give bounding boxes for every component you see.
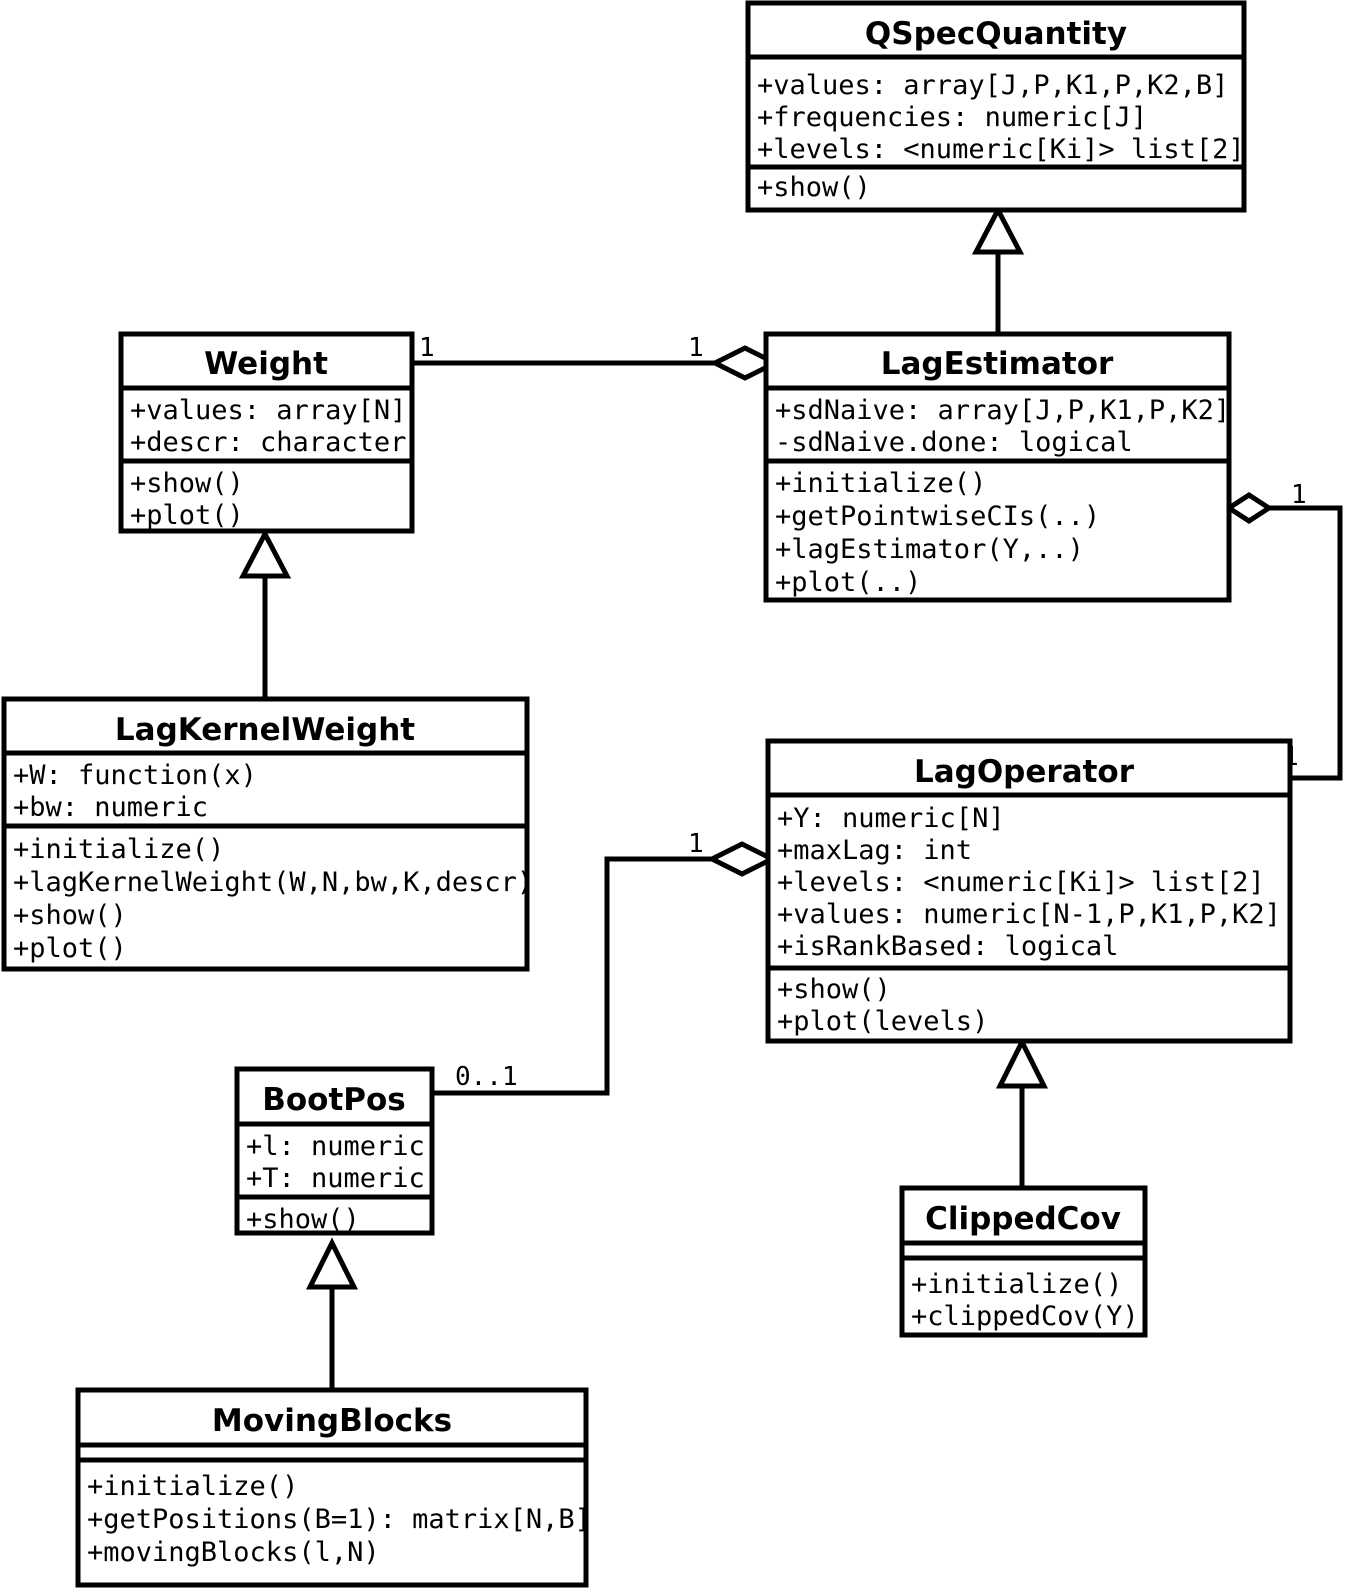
class-attribute: +T: numeric <box>246 1163 425 1194</box>
class-box-lagoperator[interactable]: LagOperator +Y: numeric[N] +maxLag: int … <box>765 738 1293 1044</box>
class-attribute: -sdNaive.done: logical <box>775 427 1133 458</box>
relationship-lagkernelweight-to-weight <box>238 528 292 699</box>
class-method: +initialize() <box>87 1471 298 1502</box>
multiplicity-bootpos-end: 0..1 <box>455 1062 518 1092</box>
aggregation-diamond-icon <box>706 841 778 877</box>
class-outline <box>765 738 1293 1044</box>
relationship-weight-to-lagestimator <box>412 345 781 381</box>
class-method: +lagEstimator(Y,..) <box>775 534 1084 565</box>
class-attribute: +values: array[J,P,K1,P,K2,B] <box>757 70 1228 101</box>
generalization-arrowhead-icon <box>305 1237 359 1290</box>
class-method: +show() <box>130 468 244 499</box>
class-attribute: +levels: <numeric[Ki]> list[2] <box>777 867 1265 898</box>
class-name-movingblocks: MovingBlocks <box>212 1403 452 1439</box>
class-attribute: +isRankBased: logical <box>777 931 1118 962</box>
multiplicity-lagestimator-operator-end: 1 <box>1291 480 1307 510</box>
generalization-arrowhead-icon <box>238 528 292 579</box>
class-name-lagoperator: LagOperator <box>914 754 1135 790</box>
relationship-lagestimator-to-qspecquantity <box>971 204 1025 337</box>
generalization-arrowhead-icon <box>971 204 1025 255</box>
class-attribute: +levels: <numeric[Ki]> list[2] <box>757 134 1245 165</box>
aggregation-diamond-icon <box>1224 492 1274 524</box>
class-outline <box>234 1066 435 1236</box>
class-box-bootpos[interactable]: BootPos +l: numeric +T: numeric +show() <box>234 1066 435 1236</box>
class-name-qspecquantity: QSpecQuantity <box>865 16 1127 52</box>
class-box-qspecquantity[interactable]: QSpecQuantity +values: array[J,P,K1,P,K2… <box>745 0 1247 213</box>
class-method: +initialize() <box>13 834 224 865</box>
multiplicity-lagoperator-bootpos-end: 1 <box>688 829 704 859</box>
class-attribute: +Y: numeric[N] <box>777 803 1005 834</box>
class-attribute: +sdNaive: array[J,P,K1,P,K2] <box>775 395 1230 426</box>
class-name-bootpos: BootPos <box>262 1082 406 1118</box>
aggregation-line <box>1269 505 1343 781</box>
class-name-weight: Weight <box>204 346 328 382</box>
generalization-arrowhead-icon <box>995 1036 1049 1089</box>
class-attribute: +l: numeric <box>246 1131 425 1162</box>
multiplicity-lagestimator-weight-end: 1 <box>688 333 704 363</box>
class-attribute: +frequencies: numeric[J] <box>757 102 1147 133</box>
class-method: +show() <box>246 1204 360 1235</box>
class-name-lagestimator: LagEstimator <box>881 346 1114 382</box>
class-method: +plot() <box>130 500 244 531</box>
class-attribute: +descr: character <box>130 427 406 458</box>
class-method: +show() <box>757 172 871 203</box>
class-method: +initialize() <box>911 1269 1122 1300</box>
class-outline <box>118 331 415 534</box>
relationship-clippedcov-to-lagoperator <box>995 1036 1049 1188</box>
relationship-movingblocks-to-bootpos <box>305 1237 359 1390</box>
class-box-weight[interactable]: Weight +values: array[N] +descr: charact… <box>118 331 415 534</box>
class-outline <box>1 696 530 972</box>
class-method: +plot(levels) <box>777 1006 988 1037</box>
class-outline <box>899 1185 1148 1338</box>
class-attribute: +bw: numeric <box>13 792 208 823</box>
class-attribute: +values: numeric[N-1,P,K1,P,K2] <box>777 899 1281 930</box>
class-attribute: +W: function(x) <box>13 760 257 791</box>
class-outline <box>745 0 1247 213</box>
class-name-lagkernelweight: LagKernelWeight <box>115 712 415 748</box>
class-method: +plot(..) <box>775 567 921 598</box>
class-outline <box>763 331 1232 603</box>
class-method: +clippedCov(Y) <box>911 1301 1139 1332</box>
class-name-clippedcov: ClippedCov <box>925 1201 1121 1237</box>
relationship-lagoperator-to-lagestimator <box>1224 492 1343 781</box>
class-box-clippedcov[interactable]: ClippedCov +initialize() +clippedCov(Y) <box>899 1185 1148 1338</box>
aggregation-line <box>432 856 712 1096</box>
class-method: +initialize() <box>775 468 986 499</box>
multiplicity-weight-end: 1 <box>419 333 435 363</box>
class-box-lagestimator[interactable]: LagEstimator +sdNaive: array[J,P,K1,P,K2… <box>763 331 1232 603</box>
class-attribute: +values: array[N] <box>130 395 406 426</box>
class-method: +movingBlocks(l,N) <box>87 1537 380 1568</box>
class-box-movingblocks[interactable]: MovingBlocks +initialize() +getPositions… <box>75 1387 591 1588</box>
class-box-lagkernelweight[interactable]: LagKernelWeight +W: function(x) +bw: num… <box>1 696 533 972</box>
class-method: +plot() <box>13 933 127 964</box>
class-outline <box>75 1387 589 1588</box>
class-method: +getPositions(B=1): matrix[N,B] <box>87 1504 591 1535</box>
class-method: +show() <box>13 900 127 931</box>
class-method: +getPointwiseCIs(..) <box>775 501 1100 532</box>
class-attribute: +maxLag: int <box>777 835 972 866</box>
class-method: +show() <box>777 974 891 1005</box>
class-method: +lagKernelWeight(W,N,bw,K,descr) <box>13 867 533 898</box>
